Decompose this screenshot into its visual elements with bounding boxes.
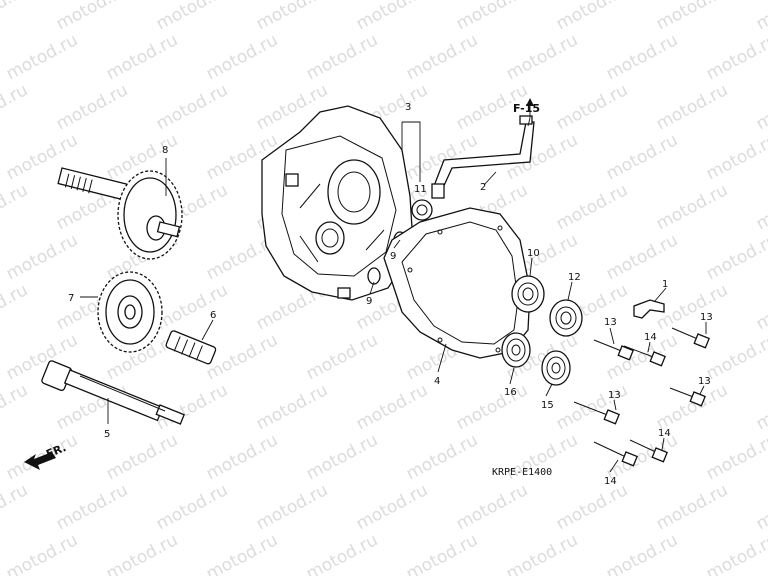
part-13-bolt-b — [671, 327, 710, 349]
callout-13-b: 13 — [700, 312, 713, 323]
part-10-bearing — [511, 275, 545, 313]
diagram-code: KRPE-E1400 — [492, 467, 552, 478]
callout-1: 1 — [662, 279, 668, 290]
callout-5: 5 — [104, 429, 110, 440]
part-11-oil-seal — [411, 199, 433, 221]
callout-13-a: 13 — [604, 317, 617, 328]
callout-15: 15 — [541, 400, 554, 411]
front-direction-arrow — [24, 452, 56, 470]
part-12-bearing — [549, 299, 583, 337]
part-8-final-gear — [57, 167, 183, 260]
callout-10: 10 — [527, 248, 540, 259]
callout-7: 7 — [68, 293, 74, 304]
callout-3: 3 — [405, 102, 411, 113]
part-7-gear — [97, 271, 163, 353]
front-direction-label: FR. — [44, 441, 68, 461]
callout-14-b: 14 — [658, 428, 671, 439]
callout-13-d: 13 — [608, 390, 621, 401]
callout-12: 12 — [568, 272, 581, 283]
callout-14-c: 14 — [604, 476, 617, 487]
part-2-breather-tube — [431, 115, 535, 199]
part-14-bolt-b — [629, 439, 668, 463]
part-16-bearing — [501, 332, 531, 368]
reference-arrow — [526, 98, 534, 118]
part-15-bearing — [541, 350, 571, 386]
callout-6: 6 — [210, 310, 216, 321]
callout-4: 4 — [434, 376, 440, 387]
part-13-bolt-a — [593, 339, 634, 361]
part-13-bolt-c — [669, 387, 706, 407]
callout-11: 11 — [414, 184, 427, 195]
part-6-pinion — [165, 330, 217, 365]
callout-16: 16 — [504, 387, 517, 398]
leader-lines — [80, 117, 707, 473]
callout-14-a: 14 — [644, 332, 657, 343]
callout-8: 8 — [162, 145, 168, 156]
part-14-bolt-a — [623, 345, 666, 367]
part-3-transmission-cover — [261, 105, 413, 301]
part-1-clamp — [633, 299, 665, 319]
part-14-bolt-c — [593, 441, 638, 467]
callout-2: 2 — [480, 182, 486, 193]
part-5-drive-shaft — [41, 360, 185, 425]
callout-9-upper: 9 — [390, 251, 396, 262]
callout-13-c: 13 — [698, 376, 711, 387]
part-13-bolt-d — [573, 401, 620, 425]
callout-9-lower: 9 — [366, 296, 372, 307]
reference-f15-label: F-15 — [513, 102, 540, 115]
